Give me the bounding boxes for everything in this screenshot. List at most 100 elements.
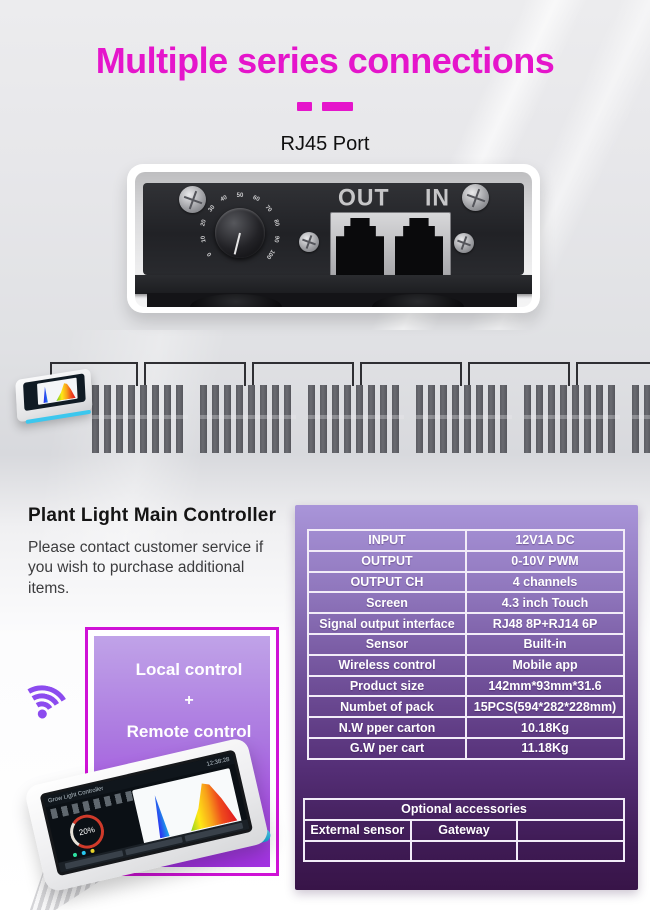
dial-scale-number: 90 [272,235,280,244]
accessory-cell [409,839,519,863]
accessories-header-row: Optional accessories [303,798,625,821]
light-fixture [200,385,296,453]
light-fixture [416,385,512,453]
plus-label: + [184,692,194,709]
light-fixture [92,385,188,453]
spec-value: 11.18Kg [465,736,625,760]
page-title: Multiple series connections [95,40,555,81]
dial-scale-number: 20 [200,219,209,228]
screen-time: 12:38:28 [205,756,231,768]
dial-scale-number: 0 [206,251,214,258]
daisy-chain-wire [50,362,138,386]
cable-gland [190,294,282,307]
dial-scale-number: 70 [263,204,273,214]
spec-label: Signal output interface [307,612,467,635]
spec-label: Product size [307,674,467,698]
section-heading: Plant Light Main Controller [28,505,277,526]
daisy-chain-wire [576,362,650,386]
spec-value: 10.18Kg [465,716,625,739]
accessory-cell [516,839,625,863]
dial-scale-number: 100 [264,248,276,261]
accessory-cell: Gateway [409,818,519,842]
spec-label: N.W pper carton [307,716,467,739]
screw-icon [179,186,206,213]
cable-gland [372,294,464,307]
controller-thumbnail [12,364,99,428]
spec-value: Built-in [465,632,625,656]
title-underline [0,102,650,111]
dim-dial: 20% [66,811,108,853]
spec-label: OUTPUT CH [307,570,467,594]
spec-label: Sensor [307,632,467,656]
spec-label: OUTPUT [307,549,467,573]
accessory-cell: External sensor [303,818,412,842]
dial-scale-number: 80 [271,219,280,228]
spec-label: Wireless control [307,653,467,677]
dimmer-knob [215,208,265,258]
spec-value: 4 channels [465,570,625,594]
daisy-chain-wire [468,362,570,386]
dial-scale-number: 40 [220,195,229,204]
accessories-row [303,839,625,863]
spec-value: RJ48 8P+RJ14 6P [465,612,625,635]
mounting-flange [135,275,532,294]
wifi-icon [7,653,87,748]
rj45-port-label: RJ45 Port [280,133,370,155]
controller-wire [50,362,52,376]
local-control-label: Local control [135,660,243,679]
dial-scale-number: 10 [200,235,208,244]
spec-value: 15PCS(594*282*228mm) [465,695,625,719]
spec-value: Mobile app [465,653,625,677]
note-text: Please contact customer service if you w… [28,539,264,597]
daisy-chain-wire [360,362,462,386]
spec-label: G.W per cart [307,736,467,760]
accessories-table: Optional accessories External sensor Gat… [303,798,625,863]
screw-icon [462,184,489,211]
light-fixture [632,385,650,453]
underline-dash-icon [322,102,353,111]
spectrum-curve [39,381,75,404]
dial-scale-number: 30 [207,204,217,214]
port-labels: OUT IN [338,183,450,211]
out-label: OUT [338,183,390,211]
daisy-chain-wire [144,362,246,386]
spec-value: 4.3 inch Touch [465,591,625,615]
main-controller-image: Grow Light Controller 12:38:28 20% [0,724,292,910]
spec-label: Numbet of pack [307,695,467,719]
underline-dash-icon [297,102,312,111]
dial-scale-number: 50 [236,193,244,199]
spec-label: Screen [307,591,467,615]
dial-scale-number: 60 [251,195,260,204]
rj45-bezel [330,212,451,277]
spec-value: 142mm*93mm*31.6 [465,674,625,698]
spec-label: INPUT [307,529,467,552]
screw-icon [454,233,474,253]
accessories-row: External sensor Gateway [303,818,625,842]
rj45-jack-in [395,218,443,275]
remote-control-label: Remote control [126,722,252,741]
screw-icon [299,232,319,252]
accessories-header: Optional accessories [303,798,625,821]
rj45-jack-out [336,218,384,275]
spec-value: 0-10V PWM [465,549,625,573]
spec-value: 12V1A DC [465,529,625,552]
spectrum-chart [37,377,78,405]
accessory-cell [303,839,412,863]
